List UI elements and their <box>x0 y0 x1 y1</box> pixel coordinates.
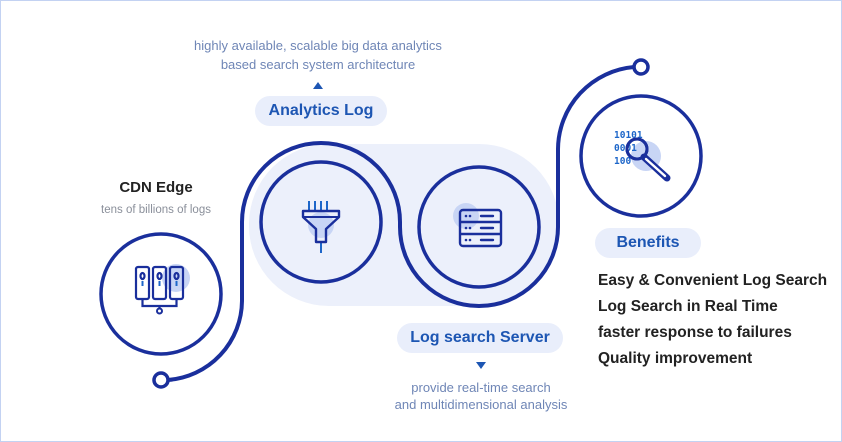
server-label: Log search Server <box>397 323 563 353</box>
server-node-circle <box>417 165 541 289</box>
server-rack-icon <box>134 264 190 315</box>
benefit-item: Quality improvement <box>598 350 753 367</box>
server-stack-icon <box>453 203 503 248</box>
binary-row-3: 100 <box>614 156 631 167</box>
benefit-item: Easy & Convenient Log Search <box>598 272 828 289</box>
funnel-icon <box>301 201 341 253</box>
analytics-note-line1: highly available, scalable big data anal… <box>194 38 442 53</box>
binary-search-icon: 10101 0001 100 <box>614 130 671 182</box>
path-end-dot <box>632 58 650 76</box>
benefits-list: Easy & Convenient Log Search Log Search … <box>598 268 827 372</box>
analytics-label: Analytics Log <box>255 96 387 126</box>
cdn-node-circle <box>99 232 223 356</box>
analytics-note-line2: based search system architecture <box>220 57 416 72</box>
server-note-line1: provide real-time search <box>411 380 551 395</box>
binary-row-1: 10101 <box>614 130 643 141</box>
arrow-up-icon <box>313 82 323 89</box>
benefit-item: Log Search in Real Time <box>598 298 778 315</box>
benefit-item: faster response to failures <box>598 324 792 341</box>
arrow-down-icon <box>476 362 486 369</box>
flow-path <box>167 65 635 382</box>
path-start-dot <box>152 371 170 389</box>
benefits-label: Benefits <box>595 228 701 258</box>
cdn-title: CDN Edge <box>119 179 193 196</box>
cdn-subtitle: tens of billions of logs <box>101 204 211 216</box>
server-note-line2: and multidimensional analysis <box>394 397 568 412</box>
